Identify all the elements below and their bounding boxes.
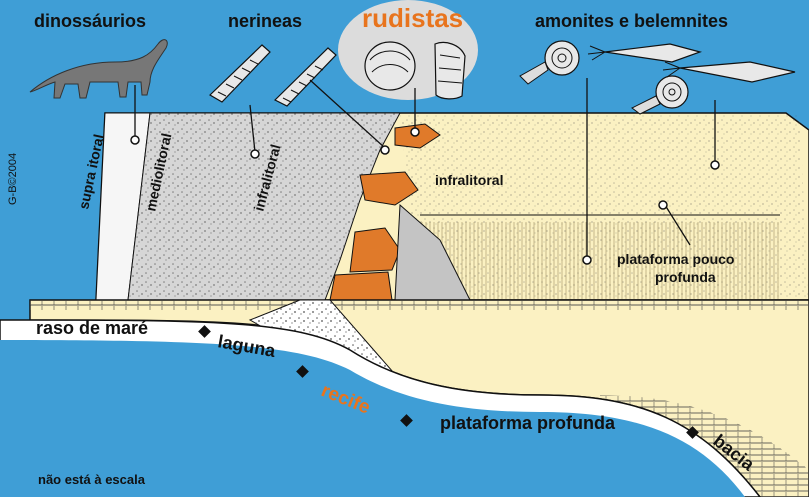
header-nerineas: nerineas [228,11,302,31]
leader-dots [130,127,720,265]
scale-note: não está à escala [38,472,146,487]
dinosaur-icon [29,39,168,99]
nerinea-shell-icon [209,44,337,107]
zone-label-plataforma-pouco: plataforma pouco [617,251,734,267]
zone-label-profunda: profunda [655,269,716,285]
ammonite-icon [519,40,689,115]
header-amonites-belemnites: amonites e belemnites [535,11,728,31]
separator-diamond-1 [198,325,211,338]
copyright-text: G-B©2004 [7,153,19,205]
belemnite-icon [587,43,796,83]
header-rudistas: rudistas [362,3,463,33]
sea-lower [0,340,745,497]
separator-diamond-2 [296,365,309,378]
front-strata-layers [30,300,809,310]
zone-label-infralitoral: infralitoral [435,172,503,188]
separator-diamond-3 [400,414,413,427]
front-label-plataforma-profunda: plataforma profunda [440,413,616,433]
tidal-flat-texture [128,113,400,300]
leader-lines [134,78,716,258]
header-dinossaurios: dinossáurios [34,11,146,31]
front-label-raso-de-mare: raso de maré [36,318,148,338]
rudist-shell-icon [364,41,466,100]
